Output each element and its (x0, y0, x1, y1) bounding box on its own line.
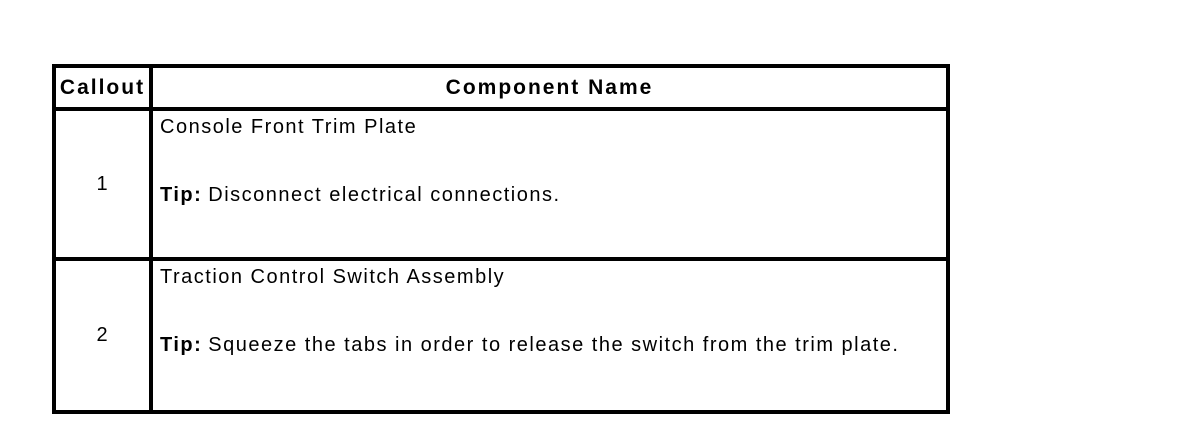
tip-text: Squeeze the tabs in order to release the… (208, 334, 900, 356)
tip-text: Disconnect electrical connections. (208, 184, 561, 206)
component-tip: Tip:Disconnect electrical connections. (160, 184, 942, 207)
tip-label: Tip: (160, 184, 203, 206)
column-header-component-name: Component Name (149, 64, 950, 111)
callout-number-cell: 1 (52, 107, 153, 261)
tip-label: Tip: (160, 334, 203, 356)
component-name-text: Console Front Trim Plate (160, 116, 418, 138)
callout-component-table: Callout Component Name 1 Console Front T… (52, 64, 950, 414)
table-row: 1 Console Front Trim Plate Tip:Disconnec… (52, 107, 950, 261)
column-header-callout: Callout (52, 64, 153, 111)
component-cell: Console Front Trim Plate Tip:Disconnect … (149, 107, 950, 261)
table-header-row: Callout Component Name (52, 64, 950, 111)
table-row: 2 Traction Control Switch Assembly Tip:S… (52, 257, 950, 414)
component-tip: Tip:Squeeze the tabs in order to release… (160, 334, 942, 357)
component-name-text: Traction Control Switch Assembly (160, 266, 506, 288)
component-cell: Traction Control Switch Assembly Tip:Squ… (149, 257, 950, 414)
callout-number-cell: 2 (52, 257, 153, 414)
